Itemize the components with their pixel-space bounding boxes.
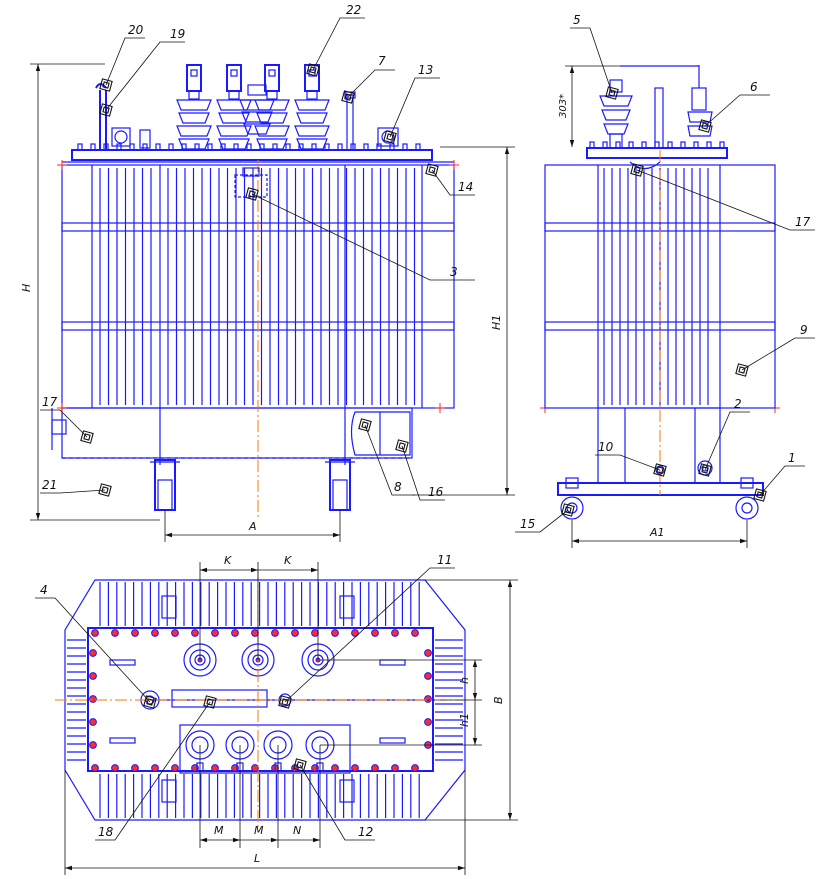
dimension-lines	[30, 63, 748, 875]
callout-12: 12	[293, 758, 375, 841]
callout-16: 16	[395, 439, 445, 501]
callout-label: 9	[800, 323, 808, 337]
callout-11: 11	[278, 553, 455, 709]
callout-label: 3	[450, 265, 458, 279]
callout-7: 7	[341, 54, 395, 104]
callout-22: 22	[306, 3, 365, 77]
callout-6: 6	[698, 80, 770, 133]
callout-label: 16	[428, 485, 444, 499]
side-view	[544, 65, 776, 520]
dim-303: 303*	[558, 94, 569, 118]
dim-H1: H1	[490, 315, 503, 330]
callout-10: 10	[595, 440, 667, 477]
callout-label: 4	[40, 583, 48, 597]
thermometer	[344, 91, 356, 151]
callout-label: 11	[437, 553, 452, 567]
top-lv-bushings	[185, 730, 335, 772]
top-fins-lower	[99, 774, 420, 818]
center-insulator	[239, 84, 275, 135]
callout-label: 19	[170, 27, 185, 41]
callout-label: 18	[98, 825, 114, 839]
side-hv-bushing	[599, 79, 633, 149]
dim-A1: A1	[649, 526, 665, 539]
callout-label: 2	[734, 397, 742, 411]
hv-bushing	[216, 64, 252, 150]
callout-label: 1	[788, 451, 796, 465]
callout-21: 21	[40, 478, 112, 497]
nameplate-panel	[350, 411, 411, 456]
top-fins-upper	[99, 582, 420, 626]
dimension-labels: H H1 A A1 303* K K B h h1 M M N L	[20, 94, 665, 865]
callout-label: 10	[598, 440, 614, 454]
front-cover-bolts	[77, 143, 421, 151]
breather-assembly	[95, 83, 151, 150]
side-lv-bushing	[687, 65, 713, 137]
callout-label: 14	[458, 180, 473, 194]
callout-2: 2	[698, 397, 750, 477]
callout-label: 21	[42, 478, 57, 492]
valve-3-box	[234, 174, 268, 198]
callout-15: 15	[515, 503, 575, 533]
front-view	[51, 64, 780, 520]
dim-K-left: K	[224, 554, 232, 567]
callout-8: 8	[358, 418, 415, 496]
callout-13: 13	[383, 63, 440, 144]
front-foot-left	[150, 459, 180, 511]
dim-N: N	[293, 824, 301, 837]
callout-3: 3	[245, 187, 475, 281]
callout-label: 5	[573, 13, 581, 27]
front-lower-tank	[61, 407, 413, 459]
top-view	[55, 570, 470, 830]
callout-label: 13	[418, 63, 433, 77]
callout-9: 9	[735, 323, 815, 377]
side-thermometer	[654, 87, 664, 149]
callout-label: 15	[520, 517, 535, 531]
hv-bushing	[176, 64, 212, 150]
front-cover-flange	[71, 149, 433, 161]
dim-h1: h1	[458, 713, 471, 727]
callout-label: 8	[394, 480, 402, 494]
dim-h: h	[458, 677, 471, 684]
top-hv-bushings	[183, 643, 335, 677]
side-radiator-fins	[603, 168, 709, 405]
dim-M-right: M	[254, 824, 264, 837]
callout-17: 17	[40, 395, 94, 444]
dim-K-right: K	[284, 554, 292, 567]
callout-18: 18	[95, 695, 217, 841]
callout-label: 17	[42, 395, 58, 409]
dim-M-left: M	[214, 824, 224, 837]
side-cover-flange	[586, 147, 728, 159]
callout-label: 6	[750, 80, 758, 94]
front-radiator-fins	[99, 168, 416, 405]
callout-19: 19	[99, 27, 185, 117]
callout-label: 20	[128, 23, 144, 37]
callout-17: 17	[630, 163, 815, 231]
top-fins-sides	[67, 639, 463, 761]
oil-bar-18	[171, 689, 268, 708]
drain-valve-left	[51, 419, 67, 435]
callout-4: 4	[35, 583, 157, 709]
side-wheel-right	[735, 477, 759, 520]
hv-bushing	[294, 64, 330, 150]
callout-label: 12	[358, 825, 373, 839]
callout-1: 1	[753, 451, 805, 502]
dim-L: L	[254, 852, 260, 865]
lifting-ring-17	[629, 161, 661, 170]
callout-20: 20	[99, 23, 145, 92]
callout-label: 22	[346, 3, 361, 17]
callout-label: 17	[795, 215, 811, 229]
callout-5: 5	[570, 13, 619, 100]
lv-bushing-plate	[179, 724, 351, 774]
callout-label: 7	[378, 54, 386, 68]
dim-H: H	[20, 284, 33, 292]
front-foot-right	[325, 459, 355, 511]
dim-B: B	[492, 696, 505, 704]
dim-A: A	[248, 520, 257, 533]
callout-14: 14	[425, 163, 475, 196]
front-bushings	[176, 64, 330, 150]
hv-bushing	[254, 64, 290, 150]
